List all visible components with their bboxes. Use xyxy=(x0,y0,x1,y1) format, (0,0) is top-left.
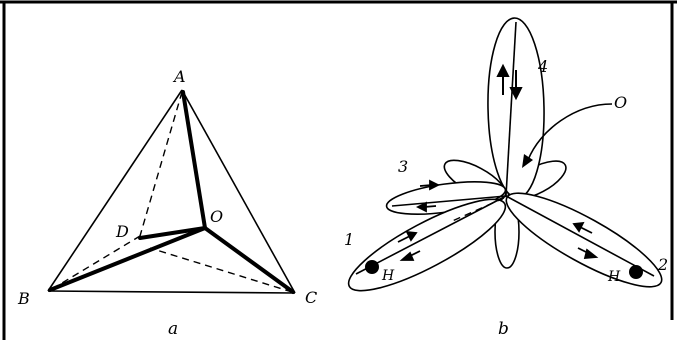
edge-bc xyxy=(47,290,296,294)
vertex-label-o: O xyxy=(210,207,223,226)
hidden-edge-b-d xyxy=(51,235,141,290)
axis-lobe-2 xyxy=(505,195,655,277)
bond-o-a xyxy=(181,90,207,230)
edge-ac xyxy=(181,89,296,294)
orbital-lobe-1 xyxy=(347,198,507,292)
vertex-label-a: A xyxy=(172,67,186,86)
pointer-to-center xyxy=(527,103,613,161)
bond-o-b xyxy=(48,226,207,292)
caption-a: a xyxy=(168,319,178,339)
vertex-label-b: B xyxy=(17,289,30,308)
hydrogen-nucleus-1 xyxy=(365,260,379,274)
orbital-label-2: 2 xyxy=(657,255,668,274)
orbital-label-4: 4 xyxy=(537,57,548,76)
panel-a-tetrahedron: A B C D O a xyxy=(17,67,317,339)
pointer-arrowhead xyxy=(522,154,533,168)
spin-arrows-lobe-2 xyxy=(572,221,599,260)
orbital-label-3: 3 xyxy=(398,157,408,176)
caption-b: b xyxy=(498,319,509,339)
hidden-edge-c-d xyxy=(149,247,293,293)
axis-lobe-3 xyxy=(391,195,507,207)
vertex-label-d: D xyxy=(115,222,129,241)
spin-arrows-lobe-1 xyxy=(397,230,421,261)
axis-lobe-4 xyxy=(505,21,517,197)
spin-arrows-lobe-3 xyxy=(415,179,441,213)
orbital-label-1: 1 xyxy=(344,230,354,249)
spin-arrows-lobe-4 xyxy=(496,63,523,101)
bond-o-d xyxy=(138,226,207,240)
hidden-edge-a-d xyxy=(139,91,183,237)
center-point-label: O xyxy=(614,93,627,112)
axis-lobe-1 xyxy=(355,195,507,275)
edge-ab xyxy=(47,89,183,292)
axis-dashed-lobe-3 xyxy=(449,197,505,223)
hydrogen-label-2: H xyxy=(607,269,621,285)
hydrogen-label-1: H xyxy=(381,268,395,284)
vertex-label-c: C xyxy=(305,288,317,307)
orbital-lobe-4 xyxy=(487,17,545,199)
bond-o-c xyxy=(203,226,295,294)
panel-b-orbitals: 4 3 1 2 O H H b xyxy=(344,17,668,339)
orbital-lobe-2 xyxy=(505,192,663,288)
hydrogen-nucleus-2 xyxy=(629,265,643,279)
